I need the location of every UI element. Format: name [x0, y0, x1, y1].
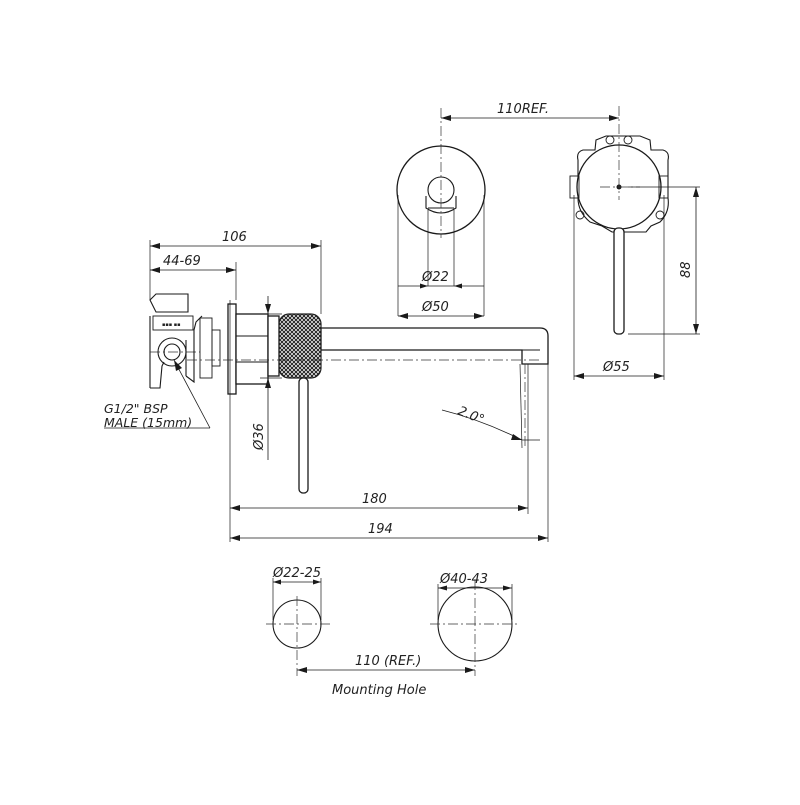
spout	[320, 327, 549, 365]
dim-106: 106	[222, 230, 247, 245]
dim-88: 88	[679, 261, 694, 278]
dim-hole-small: Ø22-25	[272, 566, 321, 581]
dim-110-ref: 110REF.	[497, 102, 549, 117]
labels: 110REF. Ø22 Ø50 Ø55 88 106 44-69 Ø36 180…	[104, 102, 694, 698]
dim-180: 180	[362, 492, 387, 507]
side-lever	[613, 227, 625, 335]
note-bsp-line2: MALE (15mm)	[104, 415, 192, 430]
dim-diameter-55: Ø55	[602, 360, 630, 375]
side-body-outline	[577, 135, 669, 233]
dim-110-ref-holes: 110 (REF.)	[355, 654, 421, 669]
side-view	[569, 106, 700, 380]
dim-hole-large: Ø40-43	[439, 572, 488, 587]
valve-body	[149, 293, 189, 313]
dim-diameter-50: Ø50	[421, 300, 449, 315]
mounting-holes	[266, 578, 520, 676]
svg-text:▪▪▪ ▪▪: ▪▪▪ ▪▪	[162, 322, 181, 328]
dim-44-69: 44-69	[163, 254, 201, 269]
elevation-lever	[298, 377, 309, 494]
dimension-lines	[104, 115, 699, 541]
dim-diameter-36: Ø36	[252, 423, 267, 451]
note-bsp-line1: G1/2" BSP	[104, 401, 168, 416]
dim-diameter-22: Ø22	[421, 270, 449, 285]
dim-194: 194	[368, 522, 393, 537]
dim-angle: 2.0°	[456, 404, 487, 428]
elevation-view: ▪▪▪ ▪▪	[149, 240, 549, 542]
wall-flange	[227, 303, 237, 395]
front-view	[396, 108, 486, 316]
knurled-handle	[278, 313, 322, 379]
mounting-hole-caption: Mounting Hole	[332, 683, 426, 698]
